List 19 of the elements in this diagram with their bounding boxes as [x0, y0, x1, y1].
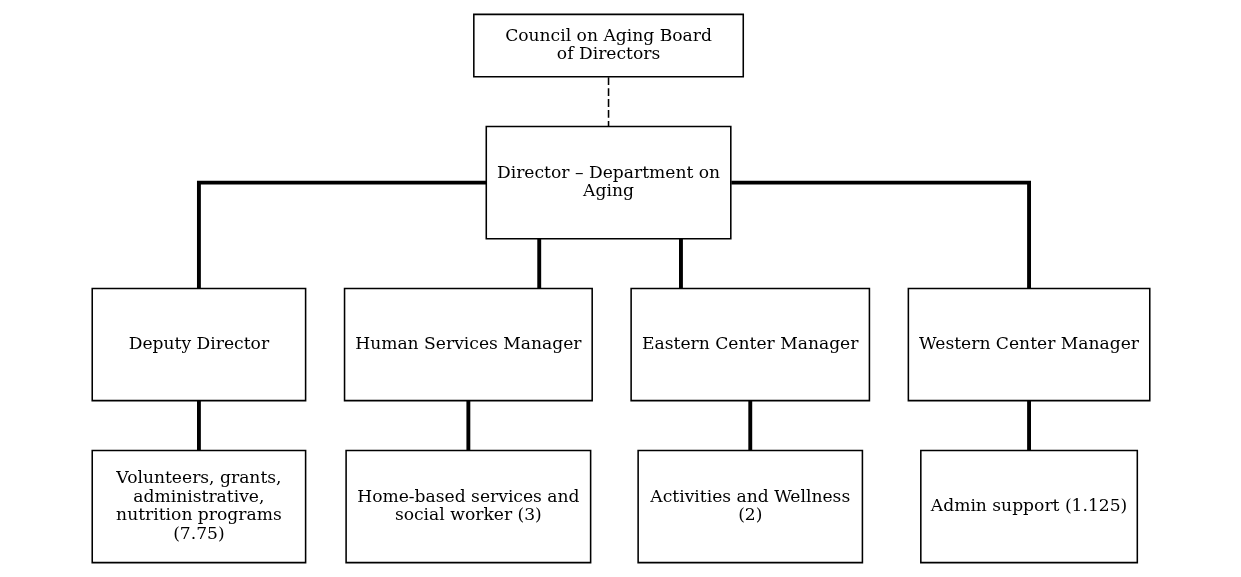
- connector: [196, 400, 201, 451]
- node-box: Council on Aging Board of Directors: [472, 13, 744, 78]
- node-box: Eastern Center Manager: [629, 287, 870, 402]
- node-box: Deputy Director: [90, 287, 306, 402]
- node-box: Activities and Wellness (2): [636, 449, 863, 564]
- node-box: Volunteers, grants, administrative, nutrition programs (7.75): [90, 449, 306, 564]
- connector: [465, 400, 470, 451]
- connector: [747, 400, 752, 451]
- connector: [536, 238, 541, 289]
- node-box: Human Services Manager: [343, 287, 593, 402]
- node-box: Director – Department on Aging: [485, 125, 732, 240]
- connector: [678, 238, 683, 289]
- connector: [730, 180, 1031, 289]
- connector: [607, 76, 609, 128]
- node-box: Admin support (1.125): [919, 449, 1138, 564]
- connector: [196, 180, 486, 289]
- connector: [1026, 400, 1031, 451]
- node-box: Home-based services and social worker (3): [344, 449, 591, 564]
- node-box: Western Center Manager: [907, 287, 1151, 402]
